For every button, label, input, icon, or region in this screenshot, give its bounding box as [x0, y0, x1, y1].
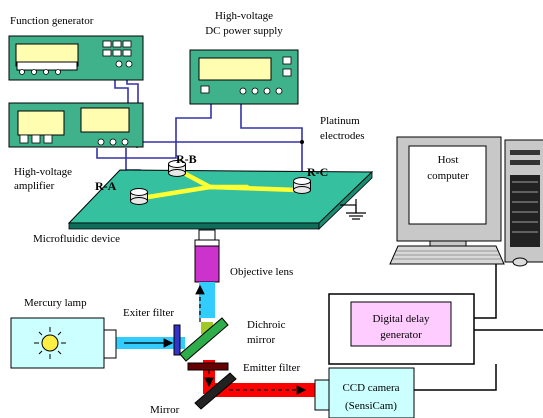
mercury-lamp: [10, 317, 117, 369]
emitter-filter: [187, 362, 229, 371]
microfluidic-device: [67, 160, 374, 230]
label-exciter-filter: Exiter filter: [123, 307, 174, 319]
sun-icon: [34, 327, 66, 359]
label-reservoir-a: R-A: [95, 179, 117, 193]
excitation-beam: [115, 282, 215, 349]
label-host-line2: computer: [427, 170, 469, 182]
label-reservoir-c: R-C: [307, 165, 328, 179]
label-host-line1: Host: [438, 154, 459, 166]
label-platinum-line1: Platinum: [320, 115, 360, 127]
label-hv-amplifier-line2: amplifier: [14, 180, 55, 192]
label-ccd-line2: (SensiCam): [345, 400, 397, 412]
label-hv-dc-line2: DC power supply: [205, 25, 283, 37]
label-ccd-line1: CCD camera: [342, 382, 399, 394]
label-mercury-lamp: Mercury lamp: [24, 297, 87, 309]
label-microfluidic-device: Microfluidic device: [33, 233, 120, 245]
reservoirs: [130, 160, 311, 205]
label-emitter-filter: Emitter filter: [243, 362, 300, 374]
mirror: [194, 372, 237, 410]
control-cables: [414, 264, 543, 391]
label-mirror: Mirror: [150, 404, 180, 416]
label-reservoir-b: R-B: [176, 152, 197, 166]
label-platinum-line2: electrodes: [320, 130, 365, 142]
label-hv-dc-line1: High-voltage: [215, 10, 273, 22]
label-function-generator: Function generator: [10, 15, 94, 27]
label-objective-lens: Objective lens: [230, 266, 293, 278]
hv-dc-power-supply: [189, 49, 299, 105]
ground-icon: [346, 205, 366, 220]
label-hv-amplifier-line1: High-voltage: [14, 166, 72, 178]
label-delay-line1: Digital delay: [372, 313, 430, 325]
exciter-filter: [173, 324, 181, 356]
host-computer: [389, 136, 543, 267]
label-delay-line2: generator: [380, 329, 422, 341]
ccd-camera: [314, 367, 415, 418]
high-voltage-amplifier: [8, 102, 144, 148]
digital-delay-generator: [328, 293, 475, 365]
label-dichroic-line2: mirror: [247, 334, 275, 346]
function-generator: [8, 35, 144, 81]
label-dichroic-line1: Dichroic: [247, 319, 286, 331]
objective-lens: [194, 229, 220, 283]
dichroic-mirror: [179, 317, 229, 362]
